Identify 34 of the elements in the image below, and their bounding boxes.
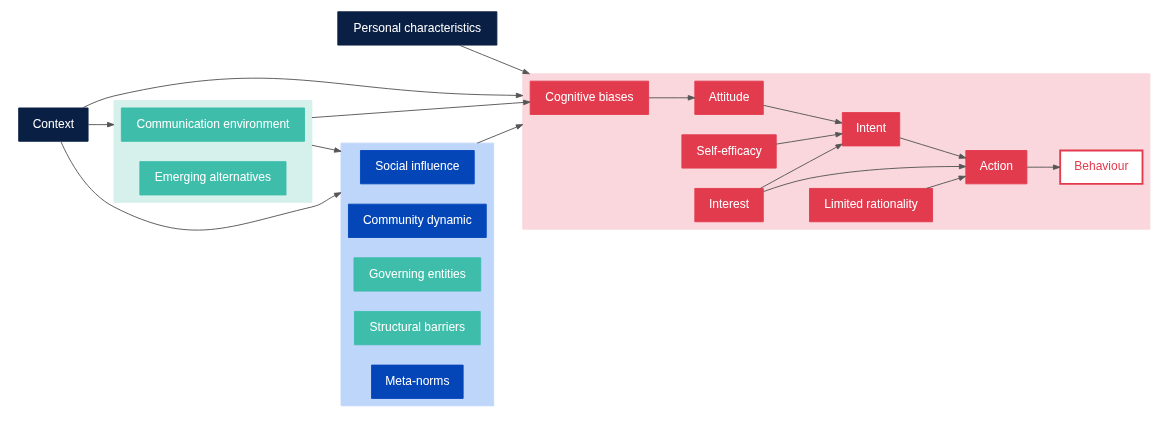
arrow [87,121,114,128]
arrow [775,132,843,145]
cluster [340,142,494,407]
node-box: Limited rationality [808,188,933,223]
node-box: Communication environment [120,107,305,142]
node-box: Personal characteristics [336,11,497,46]
arrow [476,124,523,144]
cluster [113,100,312,203]
arrow [59,140,341,231]
arrow [762,163,966,193]
arrow [1026,164,1060,170]
node-box: Action [964,150,1027,185]
arrow [899,137,966,159]
node-box: Emerging alternatives [138,161,286,196]
arrow [647,95,695,101]
arrow [759,143,843,189]
arrow [458,44,530,75]
node-box: Community dynamic [347,203,487,238]
node-box: Social influence [359,150,475,185]
node-box: Behaviour [1058,149,1143,185]
node-box: Context [17,107,89,142]
arrow [310,144,341,153]
arrow [81,77,523,109]
node-box: Governing entities [353,257,481,292]
node-box: Cognitive biases [529,80,649,115]
node-box: Attitude [693,80,764,115]
node-box: Interest [693,188,764,223]
node-box: Structural barriers [353,311,481,346]
node-box: Meta-norms [370,364,464,399]
arrow [925,175,966,189]
node-box: Self-efficacy [680,134,777,169]
arrow [310,99,531,119]
arrow [762,104,842,125]
node-box: Intent [841,112,900,147]
